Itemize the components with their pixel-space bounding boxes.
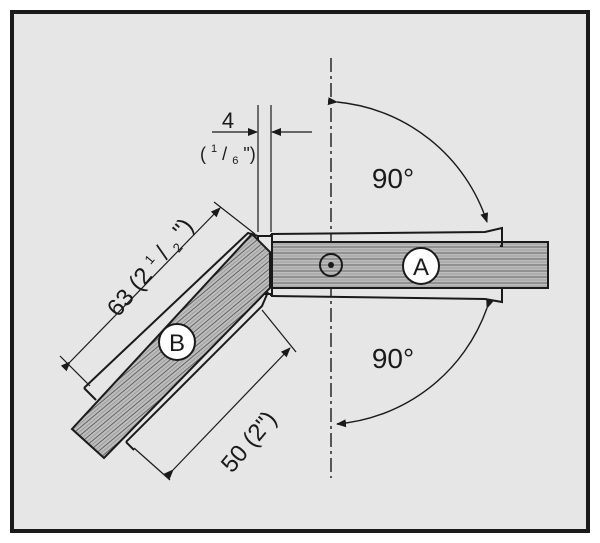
panel-b-label: B xyxy=(169,330,185,357)
panel-b-clamp-end-bottom xyxy=(125,441,135,451)
dim-63-extension-top xyxy=(213,201,256,235)
panel-a-clamp-top xyxy=(270,226,503,247)
pivot-circle-icon xyxy=(319,253,343,277)
dim-63-line xyxy=(60,207,221,372)
angle-bottom-label: 90° xyxy=(372,343,414,374)
angle-arc-bottom xyxy=(336,298,494,428)
angle-arc-top xyxy=(327,97,489,223)
gap-value-label: 4 xyxy=(222,108,234,133)
gap-fraction-label: ( 1 / 6 ") xyxy=(200,136,256,168)
pivot-center-dot xyxy=(328,262,334,268)
panel-a-label: A xyxy=(413,254,429,281)
angle-top-label: 90° xyxy=(372,163,414,194)
panel-a-label-circle xyxy=(402,247,440,285)
panel-b-clamp-end-top xyxy=(83,387,97,401)
dim-50-extension-top xyxy=(261,309,297,353)
dim-50-line xyxy=(163,347,291,480)
